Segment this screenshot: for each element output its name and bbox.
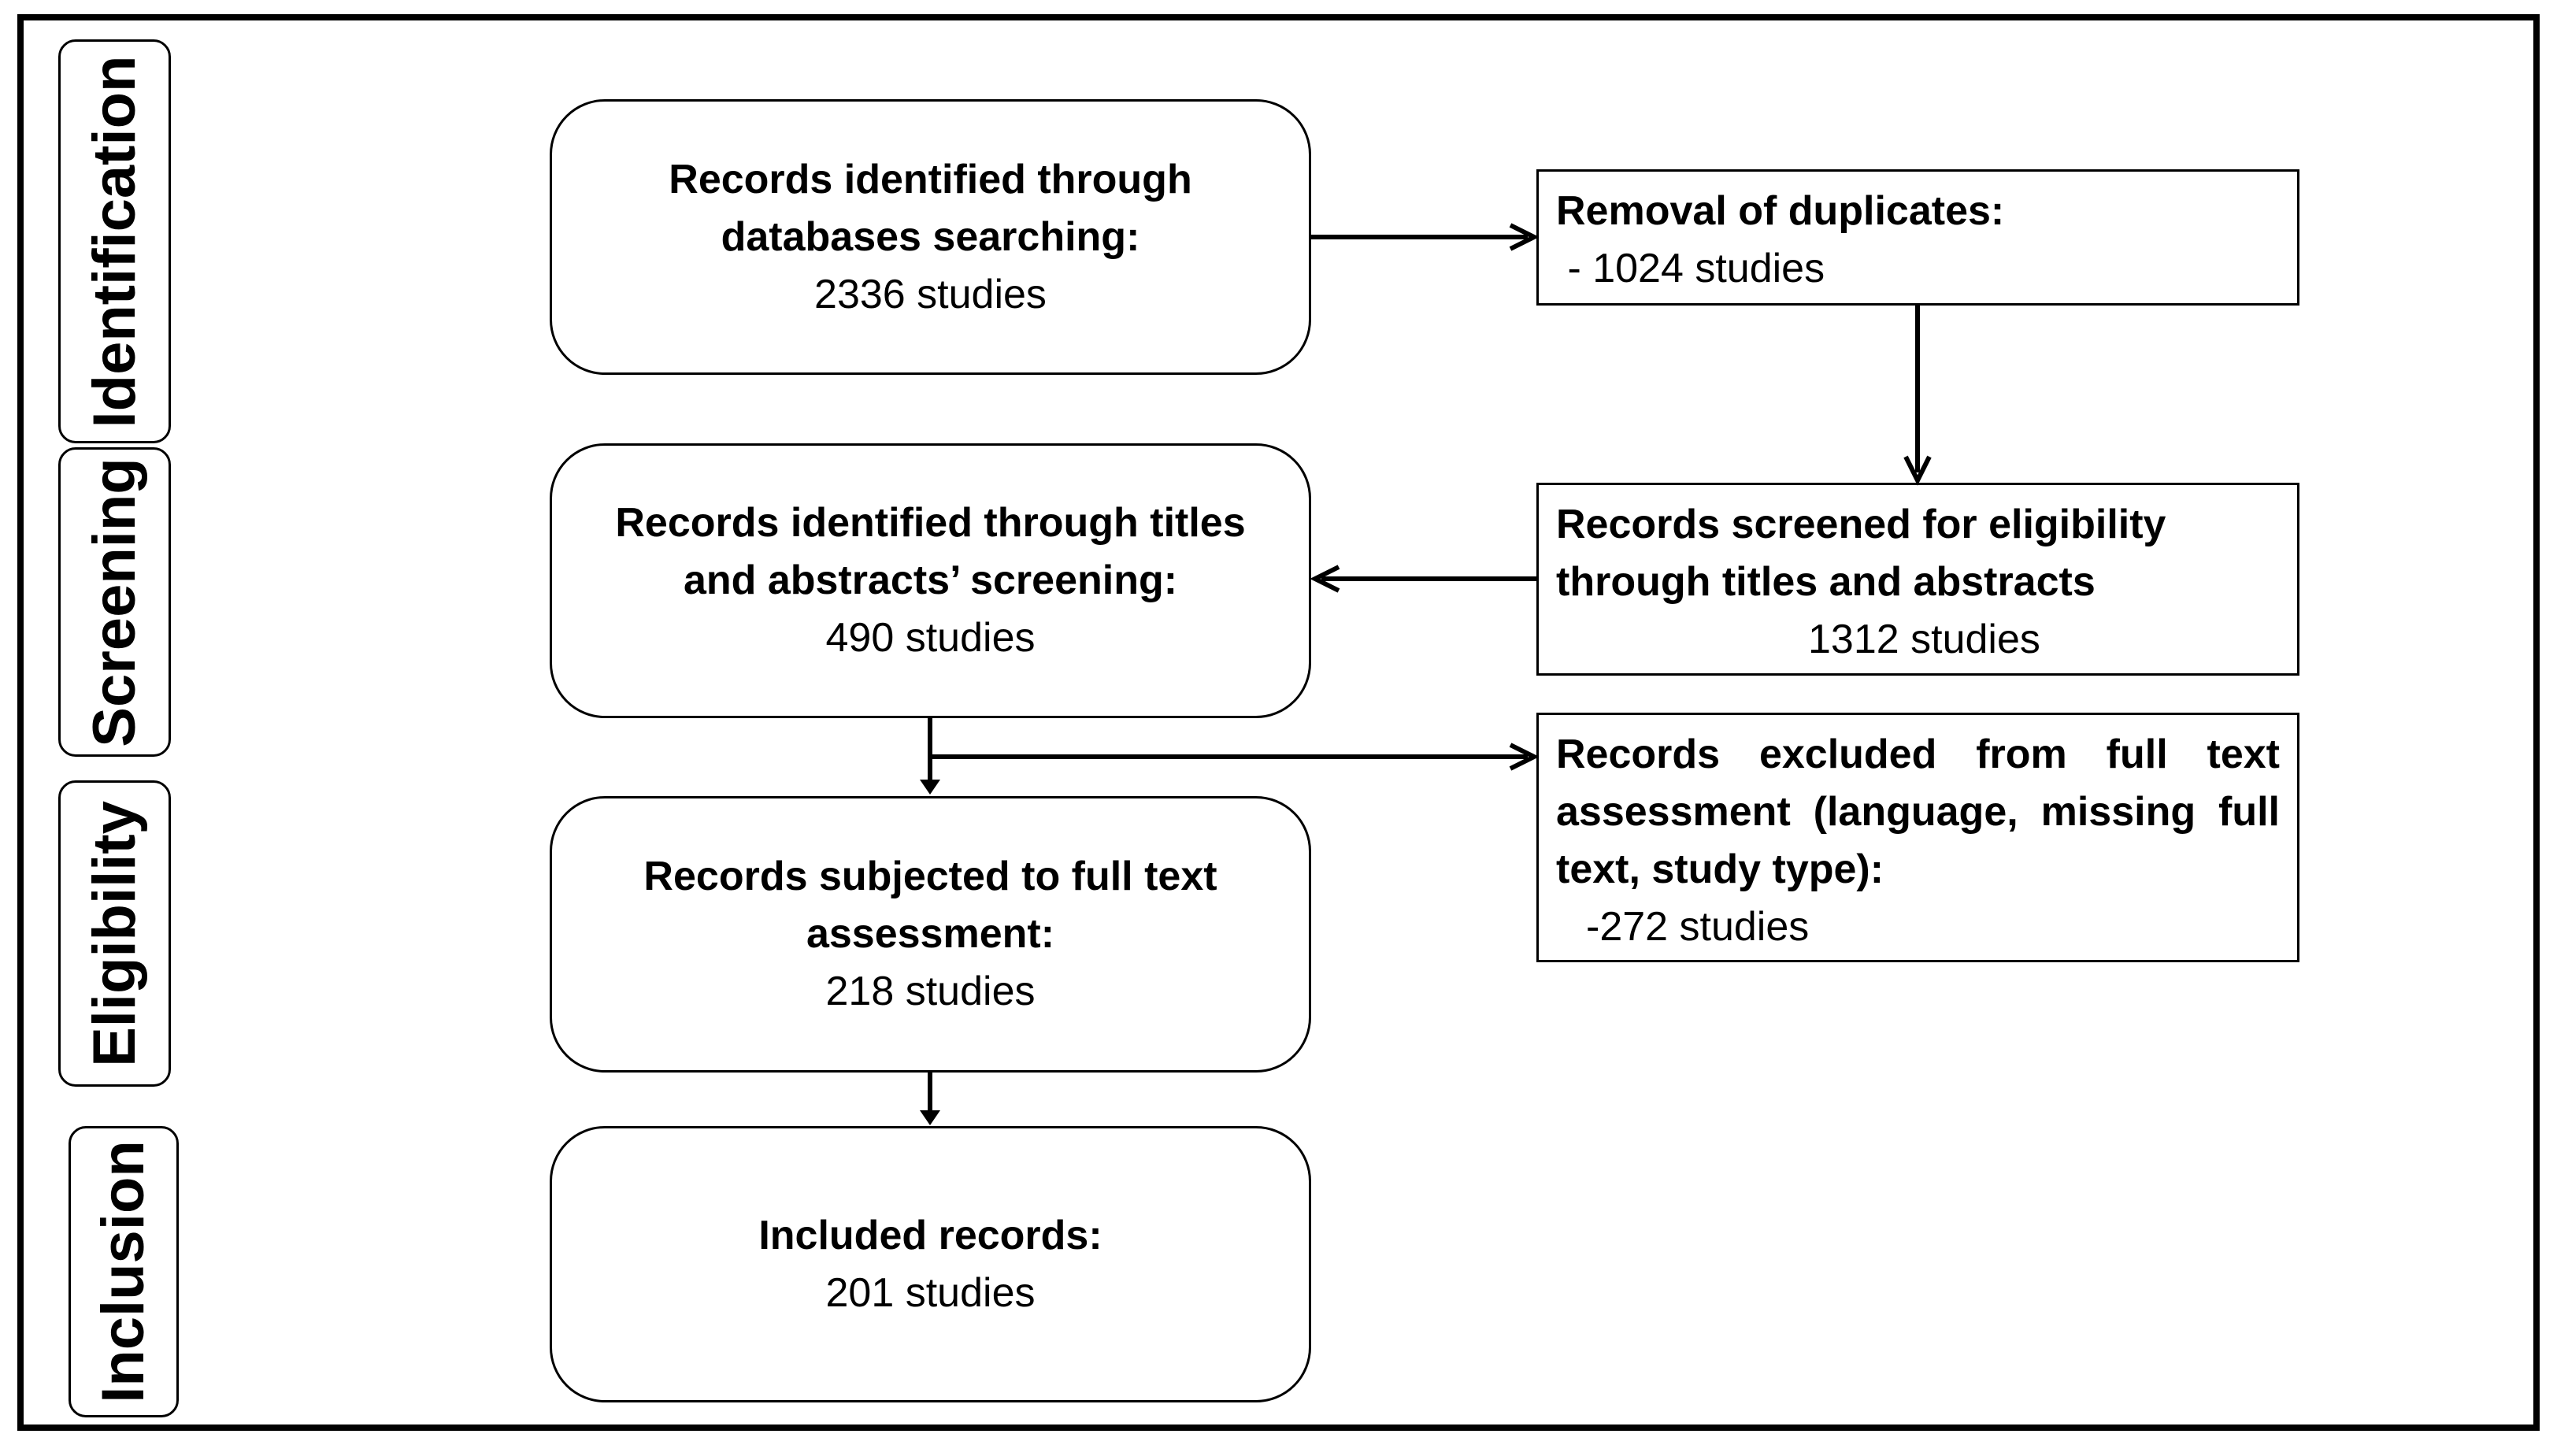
box-full-text-assessment: Records subjected to full text assessmen… [550,796,1311,1073]
box-records-identified: Records identified through databases sea… [550,99,1311,375]
arrow-title-screening-to-full-text [920,718,940,795]
stage-screening: Screening [58,447,171,757]
arrow-to-records-excluded [930,743,1540,771]
box-title-abstract-title-1: Records identified through titles [615,500,1246,546]
box-duplicates-title: Removal of duplicates: [1556,188,2005,234]
box-excluded-title-3: text, study type): [1556,847,1884,892]
box-excluded-title-1: Records excluded from full text [1556,732,2280,777]
box-included-count: 201 studies [825,1269,1036,1316]
box-eligibility-title-2: through titles and abstracts [1556,559,2096,605]
box-included-title: Included records: [758,1212,1102,1258]
box-title-abstract-count: 490 studies [825,615,1036,661]
box-removal-of-duplicates: Removal of duplicates: - 1024 studies [1536,169,2299,306]
box-records-excluded: Records excluded from full text assessme… [1536,713,2299,962]
box-duplicates-count: - 1024 studies [1556,246,1825,291]
box-eligibility-count: 1312 studies [1808,617,2040,662]
arrow-duplicates-to-eligibility [1903,306,1932,486]
box-title-abstract-title-2: and abstracts’ screening: [683,558,1178,603]
box-full-text-count: 218 studies [825,969,1036,1014]
box-excluded-count: -272 studies [1586,904,1810,950]
arrow-eligibility-to-title-screening [1310,565,1536,593]
box-records-identified-count: 2336 studies [814,271,1047,317]
box-records-identified-title-2: databases searching: [721,213,1140,260]
arrow-identified-to-duplicates [1311,223,1540,251]
stage-inclusion: Inclusion [69,1126,179,1417]
stage-eligibility: Eligibility [58,780,171,1087]
box-full-text-title-2: assessment: [806,911,1055,957]
box-included-records: Included records: 201 studies [550,1126,1311,1402]
box-full-text-title-1: Records subjected to full text [643,854,1217,899]
box-excluded-title-2: assessment (language, missing full [1556,789,2280,835]
box-records-title-abstract-screening: Records identified through titles and ab… [550,443,1311,718]
box-records-identified-title-1: Records identified through [669,156,1192,202]
arrow-full-text-to-included [920,1073,940,1125]
box-eligibility-title-1: Records screened for eligibility [1556,502,2166,547]
stage-identification: Identification [58,39,171,443]
box-records-screened-eligibility: Records screened for eligibility through… [1536,483,2299,676]
